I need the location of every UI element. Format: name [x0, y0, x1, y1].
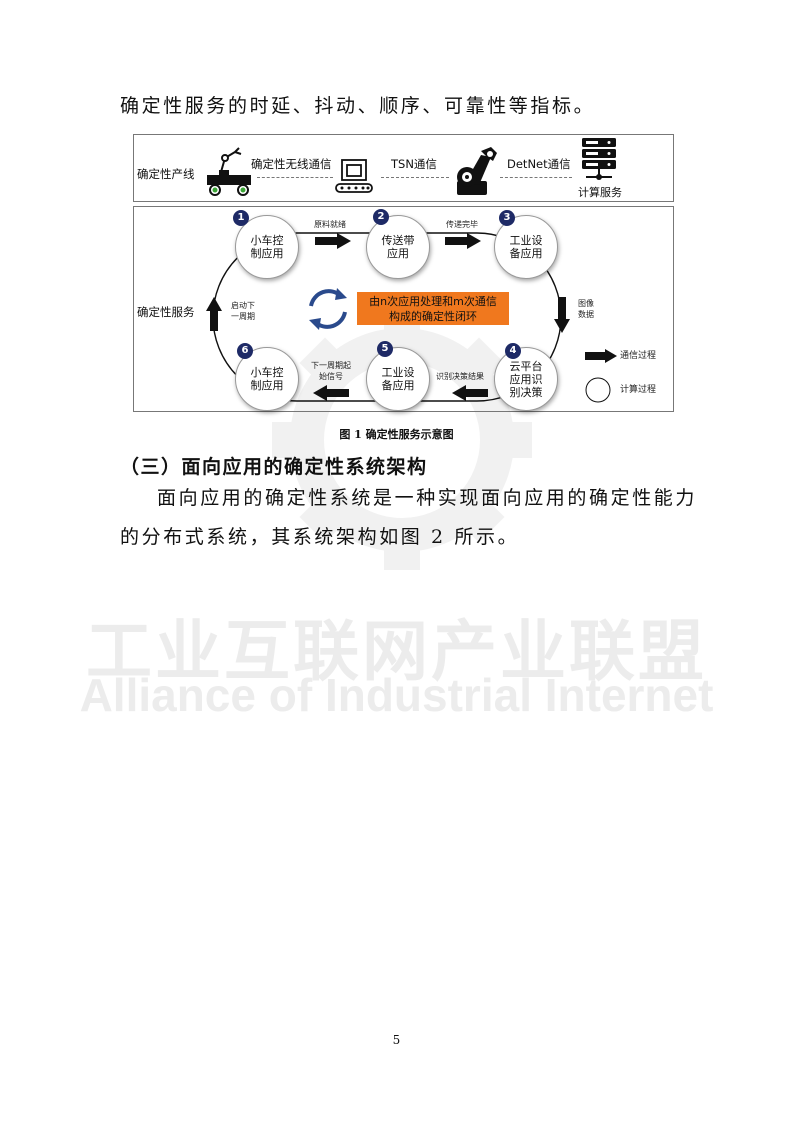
cycle-description: 由n次应用处理和m次通信构成的确定性闭环	[357, 292, 509, 325]
arrow-up-icon	[206, 297, 222, 331]
node-number-6: 6	[237, 343, 253, 359]
link-label-detnet: DetNet通信	[507, 157, 571, 171]
figure-bottom-panel	[133, 206, 674, 412]
arrow-label-1-2: 原料就绪	[314, 220, 346, 229]
row-label-production-line: 确定性产线	[137, 167, 195, 181]
arrow-right-icon	[315, 233, 351, 249]
process-node-2: 传送带应用	[366, 215, 430, 279]
arrow-label-3-4: 图像数据	[578, 299, 594, 319]
figure-top-panel	[133, 134, 674, 202]
link-label-tsn: TSN通信	[391, 157, 437, 171]
link-label-wireless: 确定性无线通信	[251, 157, 332, 171]
node-number-4: 4	[505, 343, 521, 359]
process-node-4: 云平台应用识别决策	[494, 347, 558, 411]
arrow-label-6-1: 启动下一周期	[231, 301, 255, 321]
link-line-tsn	[381, 177, 449, 178]
page-number: 5	[392, 1033, 401, 1047]
process-node-5: 工业设备应用	[366, 347, 430, 411]
paragraph-intro: 确定性服务的时延、抖动、顺序、可靠性等指标。	[120, 95, 596, 117]
row-label-service: 确定性服务	[137, 305, 195, 319]
watermark-gear-icon	[272, 310, 532, 570]
legend-comm-arrow-icon	[585, 349, 617, 363]
arrow-label-5-6: 下一周期起始信号	[311, 361, 351, 381]
section-heading: （三）面向应用的确定性系统架构	[120, 456, 428, 478]
process-node-3: 工业设备应用	[494, 215, 558, 279]
process-node-1: 小车控制应用	[235, 215, 299, 279]
arrow-left-icon	[452, 385, 488, 401]
legend-compute-label: 计算过程	[620, 385, 657, 395]
conveyor-belt-icon	[335, 159, 373, 193]
node-number-3: 3	[499, 210, 515, 226]
node-number-2: 2	[373, 209, 389, 225]
arrow-down-icon	[554, 297, 570, 333]
server-icon	[582, 138, 616, 180]
legend-compute-circle-icon	[585, 377, 611, 403]
watermark-chinese: 工业互联网产业联盟	[86, 613, 707, 690]
arrow-left-icon	[313, 385, 349, 401]
link-line-wireless	[257, 177, 333, 178]
arrow-label-2-3: 传递完毕	[446, 220, 478, 229]
watermark-english: Alliance of Industrial Internet	[79, 669, 714, 721]
server-label: 计算服务	[578, 186, 622, 199]
link-line-detnet	[500, 177, 572, 178]
robot-car-icon	[207, 147, 251, 196]
robot-arm-icon	[457, 147, 497, 195]
figure-caption: 图 1 确定性服务示意图	[339, 428, 454, 441]
cycle-refresh-icon	[309, 288, 347, 330]
paragraph-line-2: 的分布式系统，其系统架构如图 2 所示。	[120, 526, 520, 548]
node-number-5: 5	[377, 341, 393, 357]
arrow-right-icon	[445, 233, 481, 249]
arrow-label-4-5: 识别决策结果	[436, 372, 484, 381]
legend-comm-label: 通信过程	[620, 351, 657, 361]
paragraph-line-1: 面向应用的确定性系统是一种实现面向应用的确定性能力	[157, 487, 698, 509]
node-number-1: 1	[233, 210, 249, 226]
